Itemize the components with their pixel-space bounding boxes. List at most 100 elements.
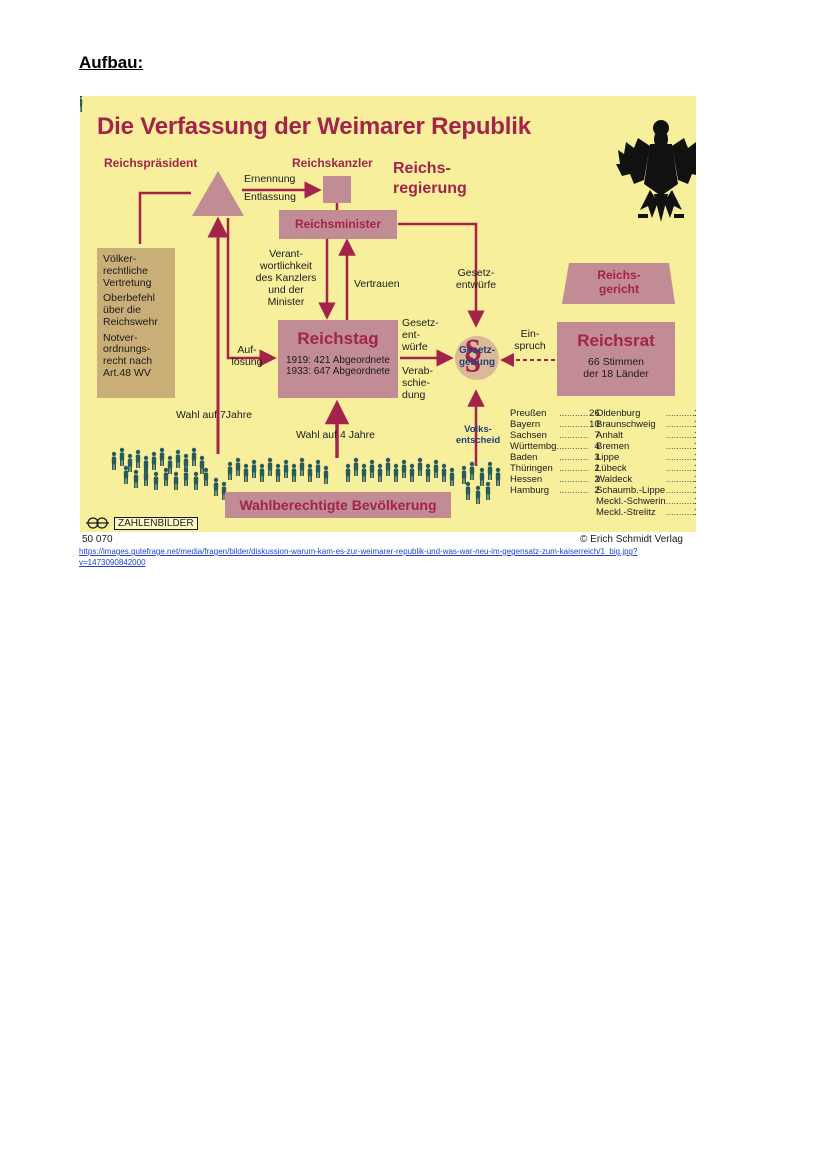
eagle-emblem (616, 120, 696, 222)
state-row: Hessen........................ 2 (510, 474, 600, 485)
kanzler-square (323, 176, 351, 203)
powers-line: rechtliche (103, 264, 148, 277)
state-name: Oldenburg (596, 408, 641, 419)
reichsrat-title: Reichsrat (577, 331, 655, 350)
gesetzgebung-label: Gesetz- gebung (458, 345, 496, 368)
praesident-powers-box: Völker- rechtliche Vertretung Oberbefehl… (97, 248, 175, 398)
state-dots: ........................ (559, 419, 590, 430)
state-row: Schaumb.-Lippe........................1 (596, 485, 696, 496)
crowd-figures (80, 96, 501, 504)
diagram-graphics (80, 96, 696, 529)
state-votes: 7 (594, 430, 600, 441)
reichstag-box: Reichstag 1919: 421 Abgeordnete 1933: 64… (278, 320, 398, 398)
copyright-credit: © Erich Schmidt Verlag (580, 534, 683, 545)
states-left-table: Preußen........................26Bayern.… (510, 408, 600, 496)
state-row: Braunschweig........................1 (596, 419, 696, 430)
state-votes: 1 (694, 430, 696, 441)
state-row: Meckl.-Schwerin........................1 (596, 496, 696, 507)
state-name: Meckl.-Schwerin (596, 496, 666, 507)
state-row: Thüringen........................ 2 (510, 463, 600, 474)
aufloesung-label: Auf- lösung (231, 344, 263, 368)
state-name: Sachsen (510, 430, 547, 441)
population-box: Wahlberechtigte Bevölkerung (225, 492, 451, 518)
verabschiedung-label: Verab- schie- dung (402, 365, 433, 401)
state-votes: 10 (589, 419, 600, 430)
state-votes: 4 (594, 441, 600, 452)
state-dots: ........................ (559, 408, 590, 419)
population-label: Wahlberechtigte Bevölkerung (239, 497, 437, 513)
reichsgericht-label: Reichs- gericht (597, 268, 641, 296)
state-row: Sachsen........................ 7 (510, 430, 600, 441)
reichsrat-box: Reichsrat 66 Stimmen der 18 Länder (557, 322, 675, 396)
state-name: Thüringen (510, 463, 553, 474)
state-votes: 1 (694, 419, 696, 430)
state-dots: ........................ (665, 496, 694, 507)
reichspraesident-label: Reichspräsident (104, 156, 198, 170)
state-votes: 1 (694, 452, 696, 463)
state-dots: ........................ (665, 474, 694, 485)
powers-line: recht nach (103, 355, 153, 367)
state-name: Waldeck (596, 474, 633, 485)
state-name: Hessen (510, 474, 543, 485)
state-votes: 2 (594, 463, 600, 474)
diagram-title: Die Verfassung der Weimarer Republik (97, 113, 531, 140)
state-name: Anhalt (596, 430, 623, 441)
state-row: Meckl.-Strelitz........................1 (596, 507, 696, 518)
state-votes: 2 (594, 485, 600, 496)
state-votes: 2 (594, 474, 600, 485)
reichsgericht-shape (562, 263, 675, 304)
state-votes: 3 (594, 452, 600, 463)
constitution-diagram: Die Verfassung der Weimarer Republik Rei… (80, 96, 696, 532)
state-dots: ........................ (559, 474, 590, 485)
state-row: Baden........................3 (510, 452, 600, 463)
state-row: Waldeck........................1 (596, 474, 696, 485)
paragraph-icon: § (463, 331, 483, 376)
state-votes: 1 (694, 441, 696, 452)
state-row: Preußen........................26 (510, 408, 600, 419)
einspruch-label: Ein- spruch (514, 328, 546, 352)
powers-line: Völker- (103, 253, 137, 265)
state-row: Oldenburg........................1 (596, 408, 696, 419)
ernennung-label: Ernennung (244, 173, 296, 185)
state-dots: ........................ (559, 463, 590, 474)
praesident-triangle (192, 171, 244, 216)
source-link[interactable]: https://images.gutefrage.net/media/frage… (79, 547, 638, 567)
state-dots: ........................ (559, 430, 590, 441)
state-dots: ........................ (665, 485, 694, 496)
state-votes: 1 (694, 463, 696, 474)
state-dots: ........................ (559, 485, 590, 496)
wahl-4-label: Wahl auf 4 Jahre (296, 429, 375, 441)
states-right-table: Oldenburg........................1Brauns… (596, 408, 696, 518)
state-dots: ........................ (559, 452, 590, 463)
zahlenbilder-logo-icon (86, 517, 109, 529)
gesetzentwuerfe-top-label: Gesetz- entwürfe (455, 267, 497, 291)
figure-number: 50 070 (82, 534, 113, 545)
state-name: Lübeck (596, 463, 627, 474)
reichstag-1919: 1919: 421 Abgeordnete (286, 355, 390, 366)
powers-line: Reichswehr (103, 315, 158, 328)
powers-line: Notver- (103, 331, 138, 344)
reichskanzler-label: Reichskanzler (292, 156, 373, 170)
state-name: Hamburg (510, 485, 550, 496)
state-name: Württembg. (510, 441, 560, 452)
state-row: Bremen........................1 (596, 441, 696, 452)
reichsrat-stimmen: 66 Stimmen (587, 356, 645, 368)
state-row: Bayern........................10 (510, 419, 600, 430)
state-name: Bayern (510, 419, 541, 430)
reichsrat-laender: der 18 Länder (583, 368, 649, 380)
powers-line: ordnungs- (103, 343, 151, 356)
state-dots: ........................ (665, 419, 694, 430)
state-votes: 26 (589, 408, 600, 419)
state-votes: 1 (694, 485, 696, 496)
state-votes: 1 (694, 507, 696, 518)
state-votes: 1 (694, 474, 696, 485)
state-name: Braunschweig (596, 419, 656, 430)
state-dots: ........................ (665, 441, 694, 452)
reichsregierung-label-1: Reichs- (393, 160, 451, 177)
state-row: Hamburg........................ 2 (510, 485, 600, 496)
volksentscheid-label: Volks- entscheid (455, 424, 501, 446)
state-row: Württembg.........................4 (510, 441, 600, 452)
wahl-7-label: Wahl auf 7Jahre (176, 409, 253, 421)
state-votes: 1 (694, 496, 696, 507)
gesetzentwuerfe-mid-label: Gesetz- ent- würfe (402, 317, 439, 353)
